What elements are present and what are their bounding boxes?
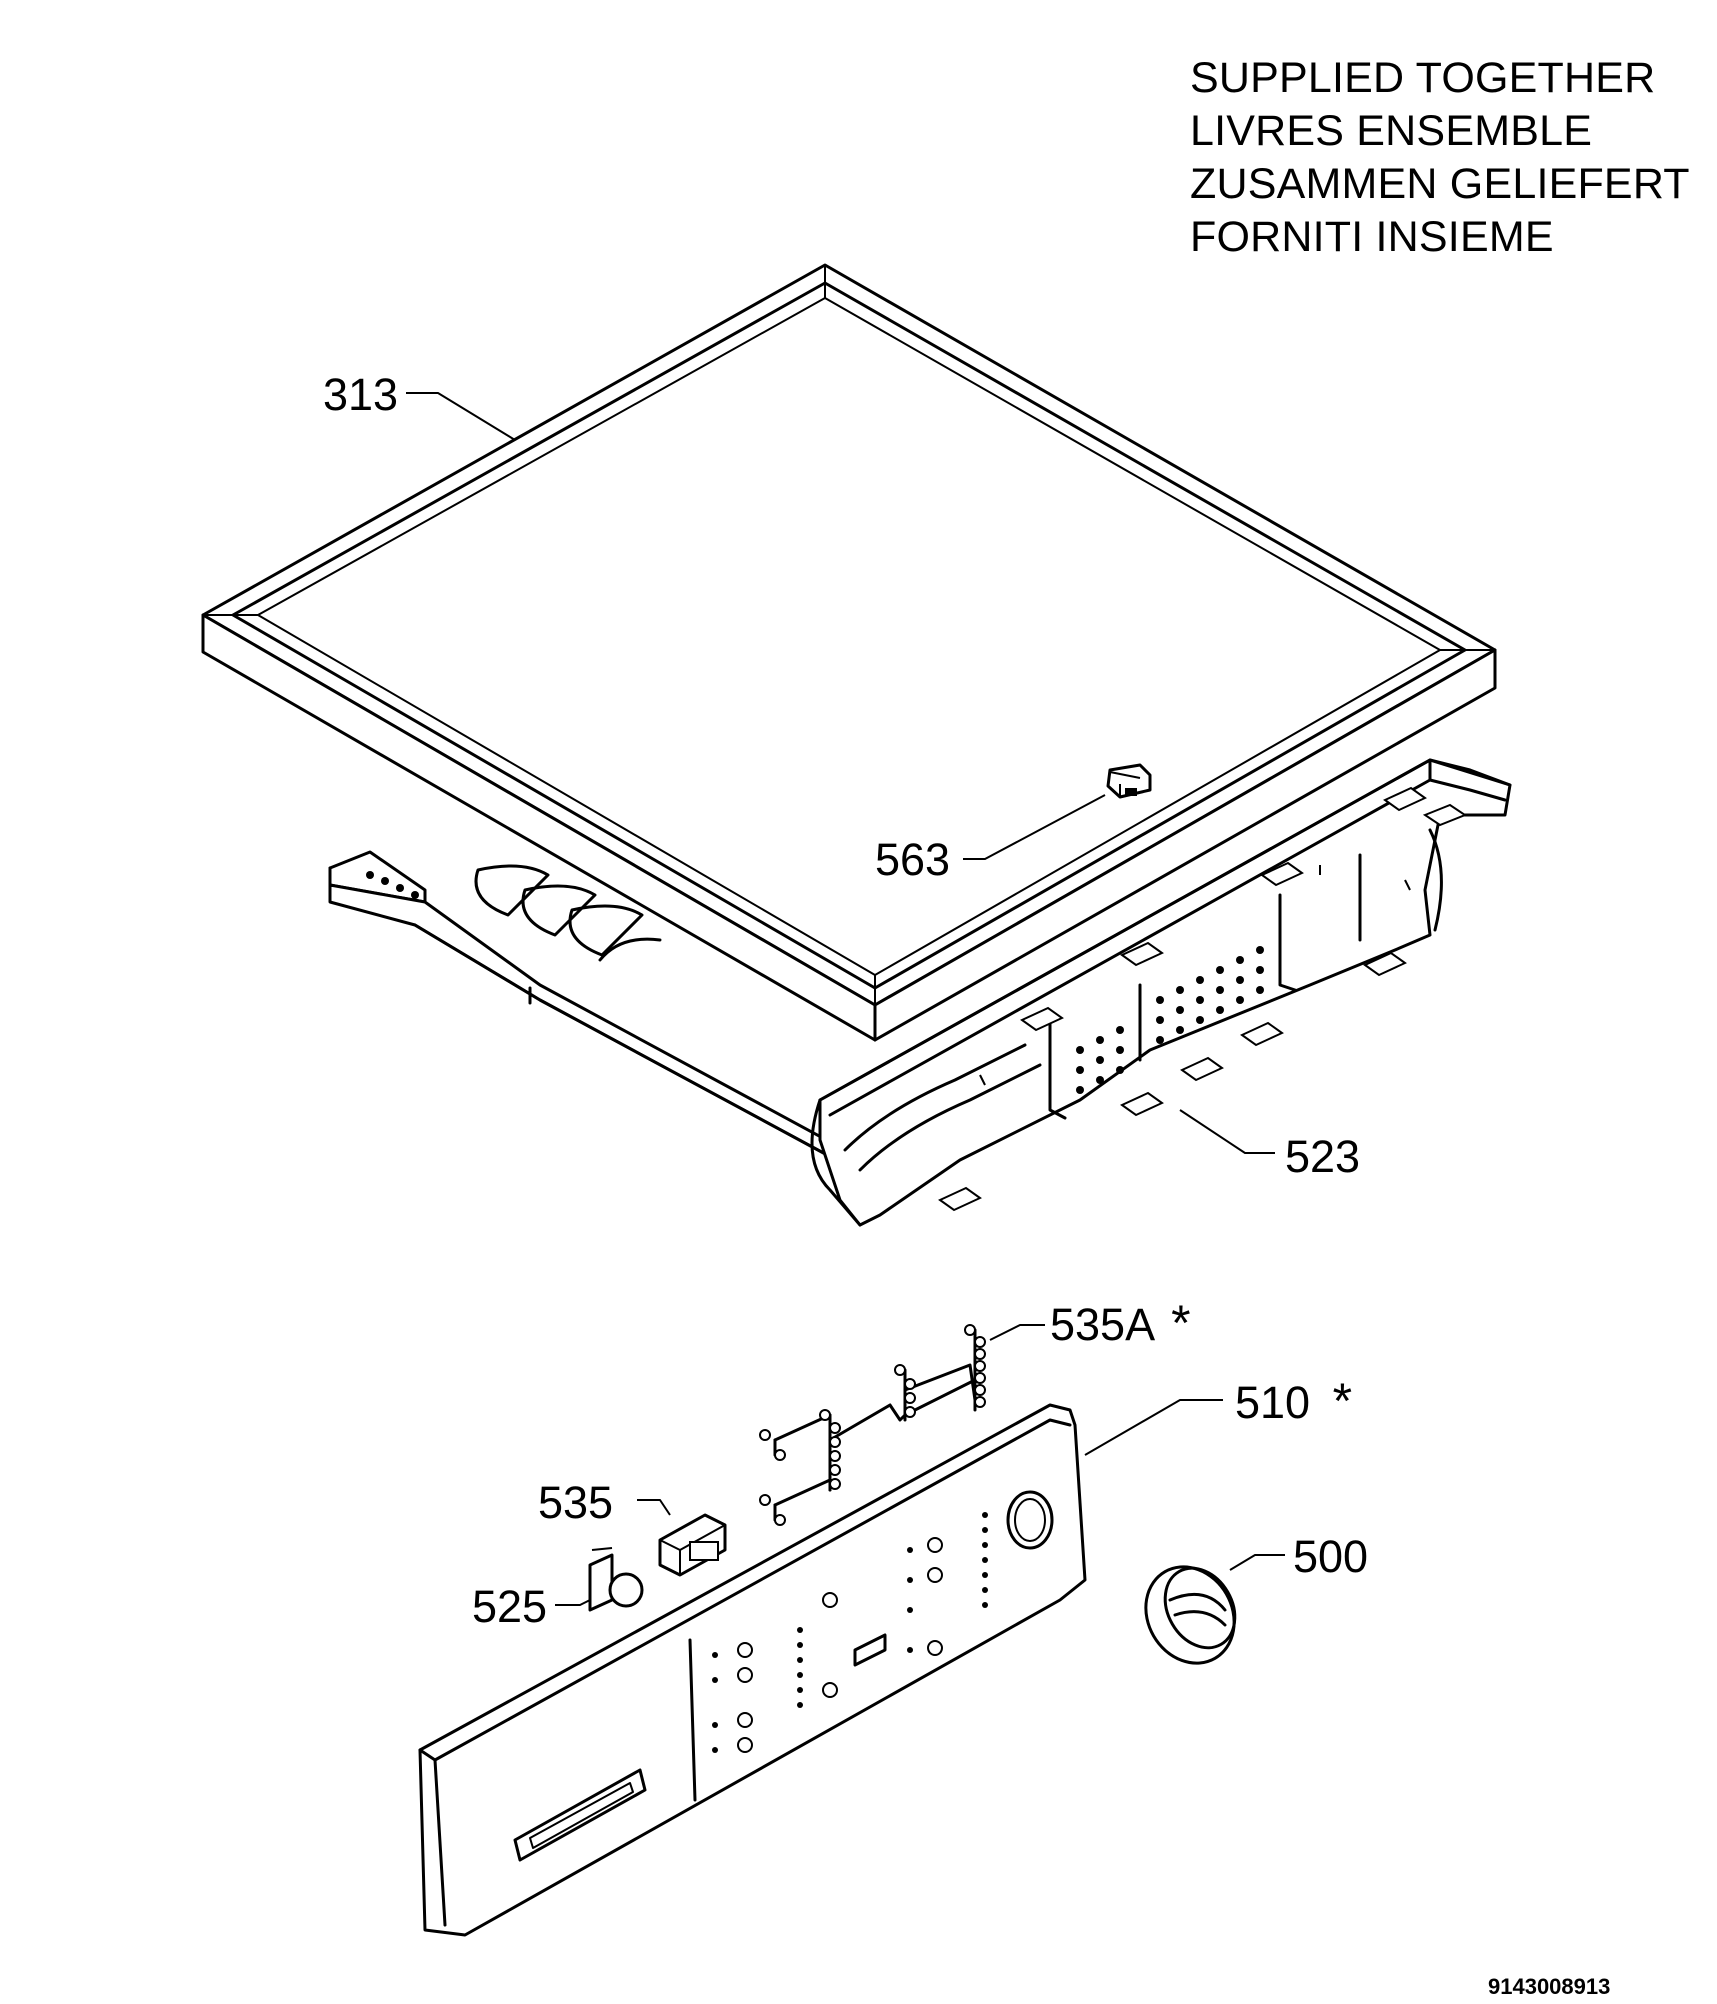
- panel-frame-slots: [938, 786, 1468, 1212]
- note-line-it: FORNITI INSIEME: [1190, 213, 1554, 261]
- callout-510-number: 510: [1235, 1377, 1310, 1428]
- callout-535a: 535A *: [1050, 1295, 1191, 1351]
- callout-563: 563: [875, 834, 950, 885]
- callout-535: 535: [538, 1477, 613, 1528]
- note-line-de: ZUSAMMEN GELIEFERT: [1190, 160, 1690, 208]
- knob-part: [1144, 1565, 1237, 1665]
- callout-313: 313: [323, 369, 398, 420]
- light-guide-a-pegs: [759, 1324, 986, 1526]
- light-guide-a-part: [759, 1324, 986, 1526]
- callout-labels: 313 563 523 535A * 510 * 535 500 525: [323, 369, 1368, 1632]
- note-line-en: SUPPLIED TOGETHER: [1190, 54, 1656, 102]
- callout-535a-asterisk: *: [1171, 1295, 1190, 1351]
- panel-frame-vent-holes: [1076, 946, 1264, 1094]
- panel-frame-part: [328, 758, 1512, 1227]
- top-cover-part: [201, 263, 1497, 1042]
- callout-500: 500: [1293, 1531, 1368, 1582]
- callout-525: 525: [472, 1581, 547, 1632]
- control-panel-part: [418, 1403, 1087, 1937]
- callout-535a-number: 535A: [1050, 1299, 1155, 1350]
- push-button-part: [588, 1547, 644, 1612]
- control-panel-indicators: [712, 1512, 988, 1753]
- callout-510-asterisk: *: [1333, 1373, 1352, 1429]
- diagram-code: 9143008913: [1488, 1974, 1611, 1999]
- note-line-fr: LIVRES ENSEMBLE: [1190, 107, 1593, 155]
- supplied-together-note: SUPPLIED TOGETHER LIVRES ENSEMBLE ZUSAMM…: [1190, 52, 1690, 264]
- callout-510: 510 *: [1235, 1373, 1352, 1429]
- light-guide-part: [658, 1513, 727, 1577]
- callout-523: 523: [1285, 1131, 1360, 1182]
- leader-lines: [406, 392, 1285, 1606]
- hinge-clip-part: [1106, 763, 1152, 799]
- control-panel-buttons: [737, 1537, 943, 1753]
